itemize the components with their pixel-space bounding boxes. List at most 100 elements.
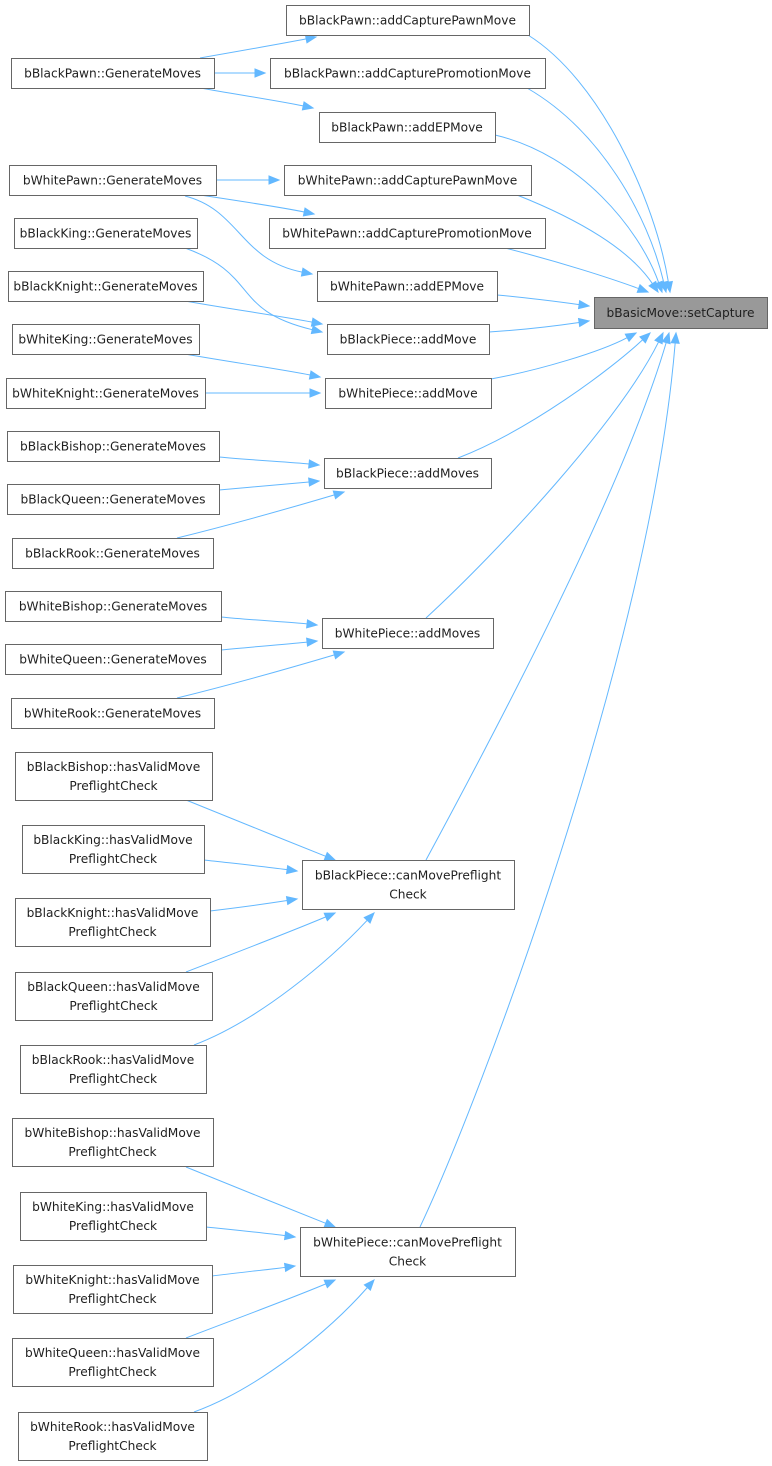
- edge-line: [185, 916, 326, 973]
- node-bwhitepiece-addmoves[interactable]: bWhitePiece::addMoves: [322, 618, 494, 649]
- node-bblackpiece-addmoves[interactable]: bBlackPiece::addMoves: [324, 458, 492, 489]
- edge-bblackrook-generatemoves-to-bblackpiece-addmoves: [176, 490, 346, 539]
- node-label: bBlackRook::hasValidMove: [32, 1053, 194, 1067]
- arrowhead-icon: [285, 895, 299, 906]
- node-bwhitepawn-addepmove[interactable]: bWhitePawn::addEPMove: [317, 271, 498, 302]
- node-bblackknight-generatemoves[interactable]: bBlackKnight::GenerateMoves: [8, 271, 204, 302]
- node-bblackpawn-addepmove[interactable]: bBlackPawn::addEPMove: [319, 112, 496, 143]
- node-label: bWhitePiece::canMovePreflight: [313, 1236, 502, 1250]
- edge-bblackpiece-addmoves-to-bbasicmove-setcapture: [457, 332, 651, 459]
- node-label: bWhiteKnight::hasValidMove: [25, 1273, 199, 1287]
- node-label: bWhitePiece::addMoves: [335, 627, 481, 641]
- node-label: bWhiteKing::hasValidMove: [32, 1200, 194, 1214]
- node-box: [12, 1338, 214, 1387]
- target-node[interactable]: bBasicMove::setCapture: [594, 297, 768, 329]
- node-bwhiterook-generatemoves[interactable]: bWhiteRook::GenerateMoves: [11, 698, 215, 729]
- edge-bwhitepawn-addepmove-to-bbasicmove-setcapture: [496, 294, 591, 310]
- arrowhead-icon: [301, 101, 315, 111]
- node-box: [594, 297, 768, 329]
- edge-line: [185, 799, 326, 857]
- edge-line: [185, 1283, 326, 1339]
- node-label: bBlackPawn::addCapturePromotionMove: [284, 67, 531, 81]
- node-bblackpawn-addcapturepromotionmove[interactable]: bBlackPawn::addCapturePromotionMove: [270, 58, 546, 89]
- node-box: [12, 324, 200, 355]
- edge-bblackqueen-generatemoves-to-bblackpiece-addmoves: [218, 477, 321, 491]
- edge-line: [496, 294, 580, 306]
- node-box: [270, 58, 546, 89]
- node-box: [319, 112, 496, 143]
- edge-bwhitepawn-addcapturepawnmove-to-bbasicmove-setcapture: [516, 194, 659, 294]
- arrowhead-icon: [661, 331, 671, 345]
- node-label: bBlackQueen::hasValidMove: [27, 980, 200, 994]
- edge-line: [425, 341, 660, 619]
- node-box: [20, 1045, 207, 1094]
- node-label: PreflightCheck: [68, 1365, 157, 1379]
- node-box: [15, 752, 213, 801]
- edge-line: [176, 654, 335, 699]
- arrowhead-icon: [363, 912, 375, 924]
- edge-line: [203, 859, 288, 871]
- edge-bblackqueen-hasvalidmovepreflightcheck-to-bblackpiece-canmovepreflightcheck: [185, 912, 337, 973]
- edge-bblackpawn-generatemoves-to-bblackpawn-addcapturepawnmove: [199, 34, 318, 59]
- node-bblackbishop-generatemoves[interactable]: bBlackBishop::GenerateMoves: [7, 431, 220, 462]
- node-label: PreflightCheck: [68, 1145, 157, 1159]
- arrowhead-icon: [310, 324, 324, 335]
- node-bwhitepawn-addcapturepromotionmove[interactable]: bWhitePawn::addCapturePromotionMove: [269, 218, 546, 249]
- edge-bwhiteknight-hasvalidmovepreflightcheck-to-bwhitepiece-canmovepreflightcheck: [211, 1262, 297, 1277]
- edge-line: [457, 339, 643, 459]
- edge-bblackpawn-generatemoves-to-bblackpawn-addcapturepromotionmove: [214, 68, 267, 78]
- node-bblackqueen-generatemoves[interactable]: bBlackQueen::GenerateMoves: [7, 484, 220, 515]
- edge-line: [218, 481, 310, 491]
- node-bwhitepawn-generatemoves[interactable]: bWhitePawn::GenerateMoves: [9, 165, 217, 196]
- node-label: bWhiteRook::GenerateMoves: [24, 707, 201, 721]
- edge-bwhitepawn-generatemoves-to-bwhitepawn-addcapturepawnmove: [216, 175, 281, 185]
- node-bblackking-generatemoves[interactable]: bBlackKing::GenerateMoves: [14, 218, 198, 249]
- edge-line: [184, 300, 313, 323]
- edge-bwhitepiece-canmovepreflightcheck-to-bbasicmove-setcapture: [419, 331, 680, 1228]
- node-bwhitebishop-generatemoves[interactable]: bWhiteBishop::GenerateMoves: [5, 591, 222, 622]
- arrowhead-icon: [332, 650, 346, 660]
- node-bwhitepawn-addcapturepawnmove[interactable]: bWhitePawn::addCapturePawnMove: [284, 165, 532, 196]
- node-bwhiteking-generatemoves[interactable]: bWhiteKing::GenerateMoves: [12, 324, 200, 355]
- node-label: bWhitePawn::addCapturePromotionMove: [282, 227, 531, 241]
- edge-line: [176, 494, 335, 539]
- arrowhead-icon: [323, 851, 337, 861]
- node-label: bWhiteKing::GenerateMoves: [18, 333, 192, 347]
- edge-line: [199, 87, 304, 107]
- node-box: [324, 458, 492, 489]
- node-box: [9, 165, 217, 196]
- node-bwhiteknight-generatemoves[interactable]: bWhiteKnight::GenerateMoves: [6, 378, 206, 409]
- node-label: PreflightCheck: [68, 1439, 157, 1453]
- edge-line: [490, 337, 628, 380]
- node-bblackpawn-addcapturepawnmove[interactable]: bBlackPawn::addCapturePawnMove: [286, 5, 530, 36]
- node-bwhitequeen-generatemoves[interactable]: bWhiteQueen::GenerateMoves: [5, 644, 222, 675]
- node-bwhitepiece-addmove[interactable]: bWhitePiece::addMove: [325, 378, 492, 409]
- node-bblackrook-generatemoves[interactable]: bBlackRook::GenerateMoves: [12, 538, 214, 569]
- node-bblackpawn-generatemoves[interactable]: bBlackPawn::GenerateMoves: [11, 58, 215, 89]
- edge-bwhitepawn-generatemoves-to-bwhitepawn-addcapturepromotionmove: [199, 194, 316, 217]
- node-label: bBlackPiece::addMoves: [336, 467, 479, 481]
- node-box: [12, 1118, 214, 1167]
- edge-line: [526, 87, 665, 283]
- arrowhead-icon: [654, 331, 664, 345]
- node-bblackpiece-addmove[interactable]: bBlackPiece::addMove: [327, 324, 490, 355]
- edge-bwhiteking-generatemoves-to-bwhitepiece-addmove: [184, 353, 322, 380]
- node-label: bWhitePawn::addCapturePawnMove: [298, 174, 517, 188]
- arrowhead-icon: [577, 317, 591, 328]
- edge-bblackbishop-generatemoves-to-bblackpiece-addmoves: [218, 456, 321, 469]
- arrowhead-icon: [332, 490, 346, 500]
- edge-bwhitebishop-generatemoves-to-bwhitepiece-addmoves: [220, 616, 319, 629]
